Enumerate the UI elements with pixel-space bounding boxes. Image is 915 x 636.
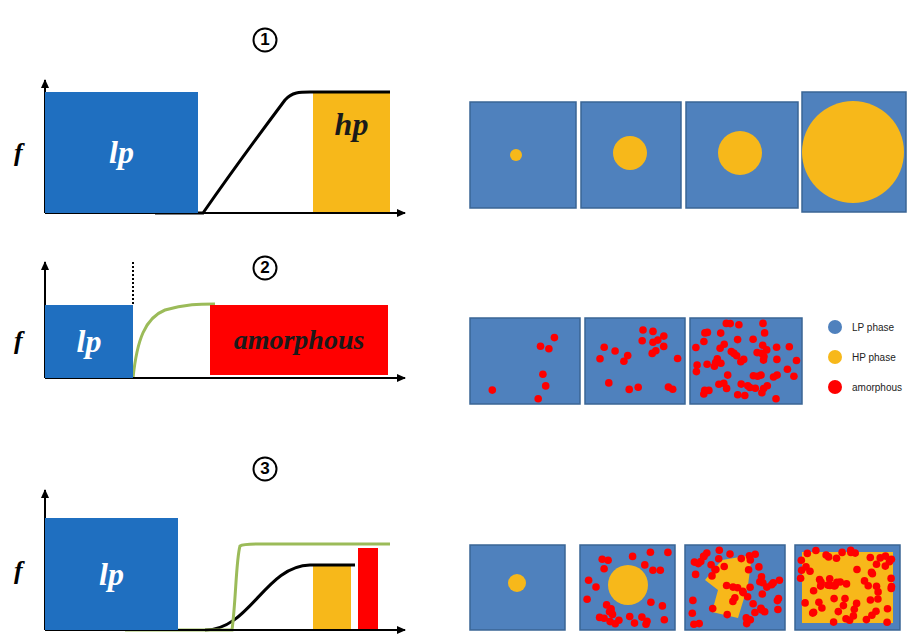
phase-region: lp: [45, 518, 178, 630]
legend-item: HP phase: [828, 350, 896, 364]
axis-label: f: [14, 138, 23, 168]
legend-swatch: [828, 350, 842, 364]
callout-circle: 3: [252, 456, 278, 482]
axis-label: f: [14, 326, 23, 356]
phase-region: hp: [313, 92, 390, 213]
phase-region: lp: [45, 305, 133, 378]
axis-label: f: [14, 556, 23, 586]
legend-swatch: [828, 320, 842, 334]
phase-label: hp: [335, 106, 369, 143]
callout-circle: 2: [252, 255, 278, 281]
legend-text: amorphous: [852, 382, 902, 393]
legend-item: amorphous: [828, 380, 902, 394]
legend-item: LP phase: [828, 320, 894, 334]
callout-number: 1: [260, 30, 269, 50]
phase-region: amorphous: [210, 305, 388, 375]
phase-label: amorphous: [234, 324, 365, 356]
callout-number: 3: [260, 459, 269, 479]
phase-region: lp: [45, 92, 198, 213]
legend-text: LP phase: [852, 322, 894, 333]
phase-label: lp: [77, 323, 102, 360]
phase-label: lp: [109, 134, 134, 171]
callout-circle: 1: [252, 27, 278, 53]
legend-swatch: [828, 380, 842, 394]
legend-text: HP phase: [852, 352, 896, 363]
callout-number: 2: [260, 258, 269, 278]
phase-label: lp: [99, 556, 124, 593]
